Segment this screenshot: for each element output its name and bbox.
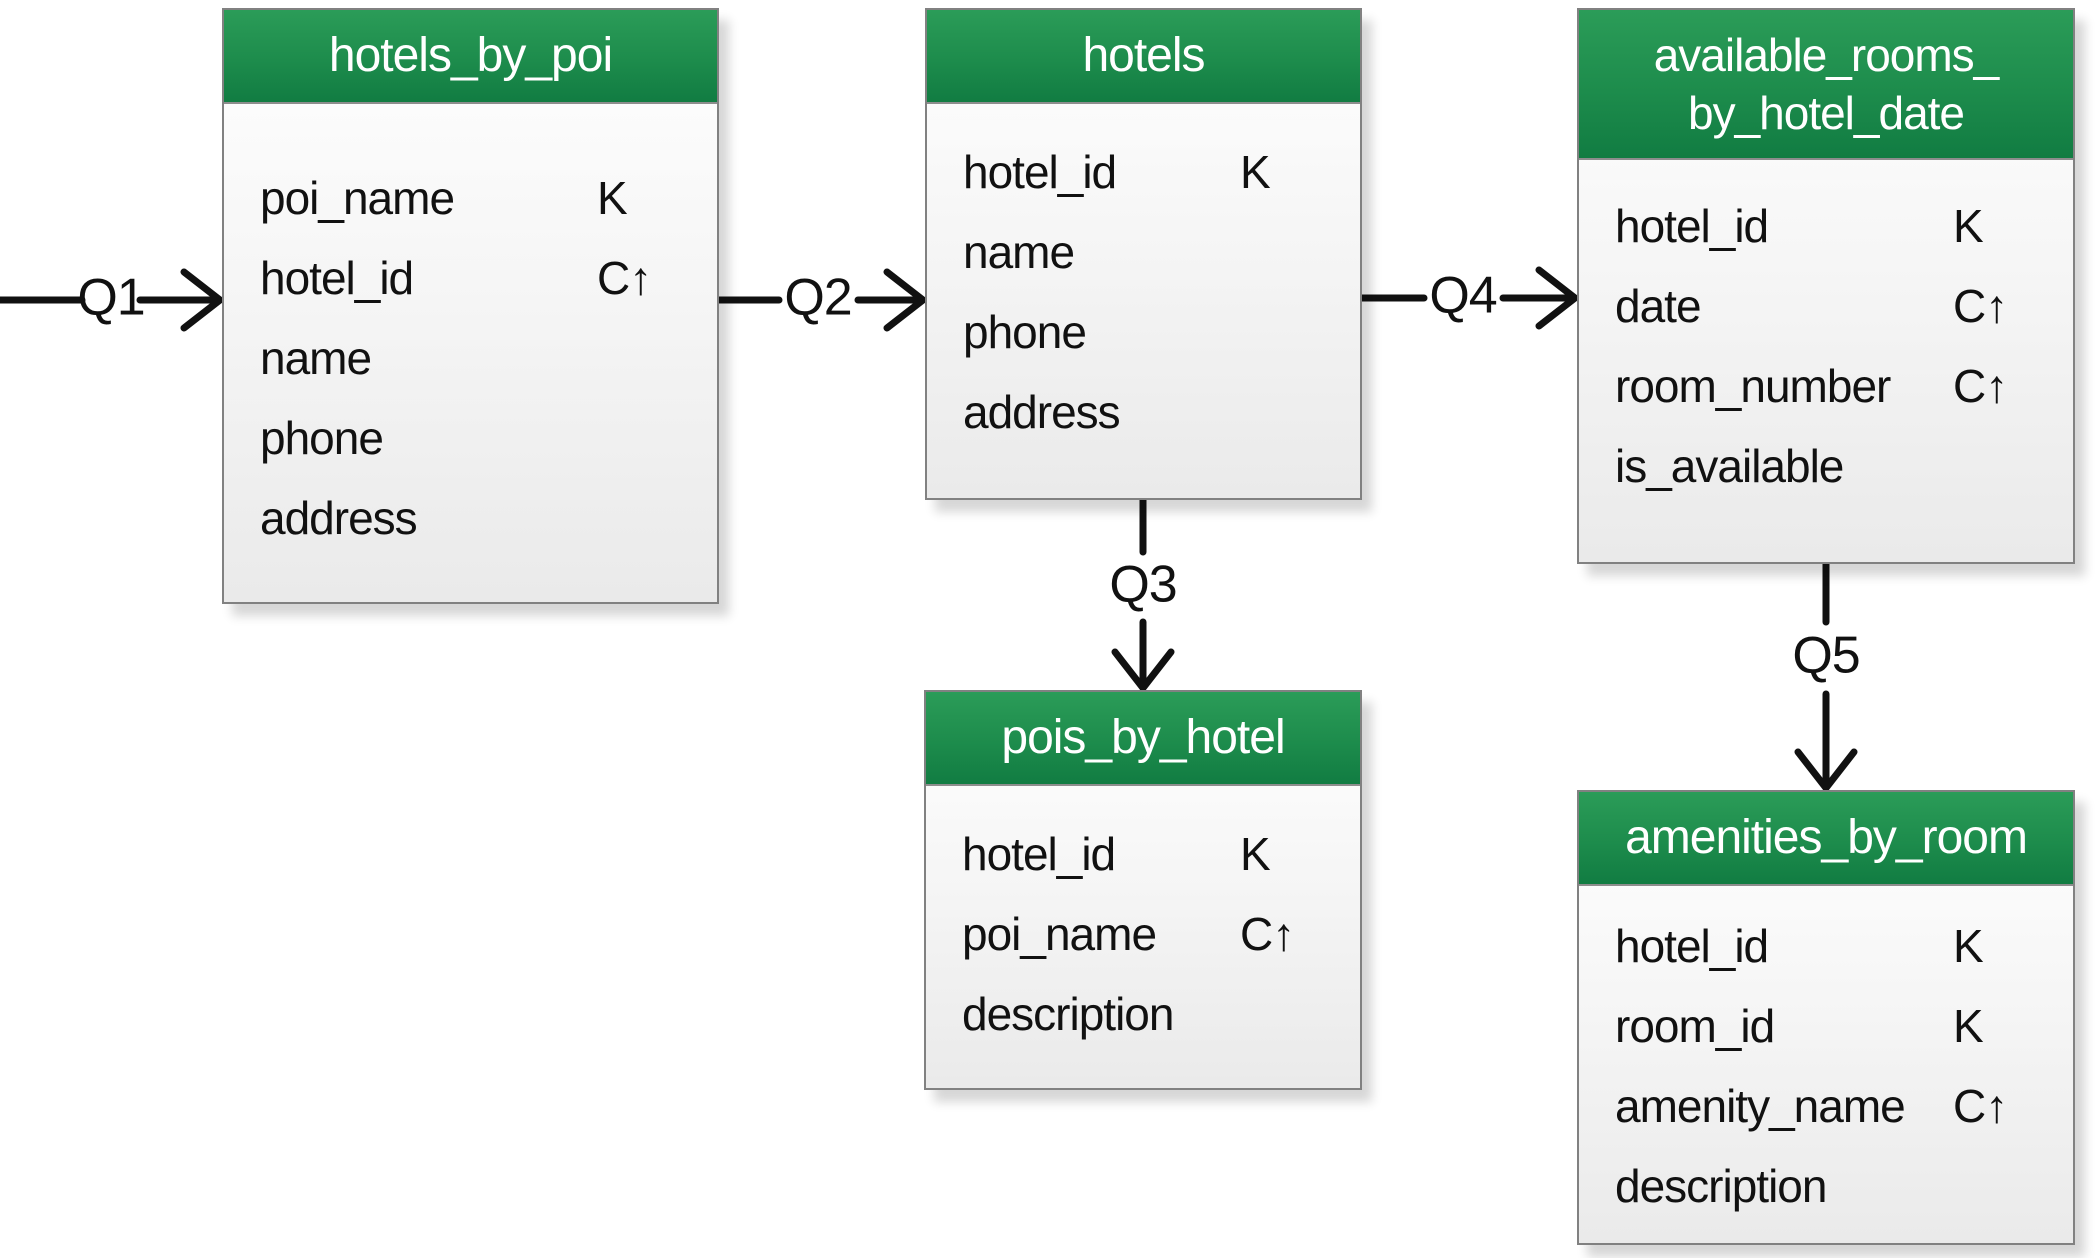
key-marker: C↑ bbox=[1953, 280, 2008, 332]
column-name: is_available bbox=[1615, 440, 1844, 492]
table-header: pois_by_hotel bbox=[926, 692, 1360, 786]
key-marker: C↑ bbox=[1953, 1080, 2008, 1132]
table-title: pois_by_hotel bbox=[1001, 711, 1285, 764]
query-label-q5: Q5 bbox=[1792, 626, 1860, 685]
column-name: date bbox=[1615, 280, 1702, 332]
query-label-q4: Q4 bbox=[1429, 266, 1497, 325]
table-columns: poi_name K hotel_id C↑ name phone addres… bbox=[224, 104, 717, 558]
table-columns: hotel_id K room_id K amenity_name C↑ des… bbox=[1579, 886, 2073, 1226]
column-row: date C↑ bbox=[1615, 266, 2039, 346]
column-row: is_available bbox=[1615, 426, 2039, 506]
key-marker: C↑ bbox=[597, 252, 652, 304]
column-row: poi_name K bbox=[260, 158, 683, 238]
column-name: name bbox=[963, 226, 1075, 278]
column-name: address bbox=[963, 386, 1121, 438]
table-header: hotels bbox=[927, 10, 1360, 104]
key-marker: K bbox=[1953, 1000, 1984, 1052]
column-row: hotel_id K bbox=[962, 814, 1326, 894]
table-title: hotels bbox=[1082, 29, 1205, 82]
column-name: hotel_id bbox=[1615, 920, 1769, 972]
column-row: hotel_id C↑ bbox=[260, 238, 683, 318]
column-name: description bbox=[962, 988, 1174, 1040]
column-row: room_number C↑ bbox=[1615, 346, 2039, 426]
column-row: address bbox=[260, 478, 683, 558]
column-row: poi_name C↑ bbox=[962, 894, 1326, 974]
query-label-q1: Q1 bbox=[77, 268, 145, 327]
table-title-line2: by_hotel_date bbox=[1687, 87, 1965, 139]
column-name: description bbox=[1615, 1160, 1827, 1212]
column-name: phone bbox=[260, 412, 384, 464]
column-name: poi_name bbox=[962, 908, 1157, 960]
table-pois-by-hotel: pois_by_hotel hotel_id K poi_name C↑ des… bbox=[924, 690, 1362, 1090]
key-marker: C↑ bbox=[1953, 360, 2008, 412]
column-row: hotel_id K bbox=[1615, 906, 2039, 986]
table-title: hotels_by_poi bbox=[328, 29, 613, 82]
column-row: description bbox=[1615, 1146, 2039, 1226]
column-row: room_id K bbox=[1615, 986, 2039, 1066]
column-name: hotel_id bbox=[260, 252, 414, 304]
table-columns: hotel_id K name phone address bbox=[927, 104, 1360, 452]
key-marker: K bbox=[1240, 828, 1271, 880]
column-name: phone bbox=[963, 306, 1087, 358]
column-row: name bbox=[260, 318, 683, 398]
table-header: available_rooms_ by_hotel_date bbox=[1579, 10, 2073, 160]
table-available-rooms-by-hotel-date: available_rooms_ by_hotel_date hotel_id … bbox=[1577, 8, 2075, 564]
column-row: amenity_name C↑ bbox=[1615, 1066, 2039, 1146]
column-name: poi_name bbox=[260, 172, 455, 224]
column-name: hotel_id bbox=[963, 146, 1117, 198]
table-title: amenities_by_room bbox=[1625, 811, 2028, 864]
column-name: room_number bbox=[1615, 360, 1891, 412]
table-columns: hotel_id K date C↑ room_number C↑ is_ava… bbox=[1579, 160, 2073, 506]
column-row: hotel_id K bbox=[1615, 186, 2039, 266]
table-header: amenities_by_room bbox=[1579, 792, 2073, 886]
column-name: address bbox=[260, 492, 418, 544]
key-marker: K bbox=[1953, 920, 1984, 972]
table-header: hotels_by_poi bbox=[224, 10, 717, 104]
key-marker: K bbox=[597, 172, 628, 224]
key-marker: K bbox=[1240, 146, 1271, 198]
table-amenities-by-room: amenities_by_room hotel_id K room_id K a… bbox=[1577, 790, 2075, 1245]
query-label-q3: Q3 bbox=[1109, 555, 1177, 614]
column-name: amenity_name bbox=[1615, 1080, 1906, 1132]
column-row: phone bbox=[963, 292, 1326, 372]
column-row: description bbox=[962, 974, 1326, 1054]
column-row: hotel_id K bbox=[963, 132, 1326, 212]
column-name: name bbox=[260, 332, 372, 384]
table-columns: hotel_id K poi_name C↑ description bbox=[926, 786, 1360, 1054]
column-name: hotel_id bbox=[1615, 200, 1769, 252]
column-row: phone bbox=[260, 398, 683, 478]
table-title-line1: available_rooms_ bbox=[1653, 29, 2000, 81]
column-row: address bbox=[963, 372, 1326, 452]
column-row: name bbox=[963, 212, 1326, 292]
column-name: room_id bbox=[1615, 1000, 1775, 1052]
query-label-q2: Q2 bbox=[784, 268, 852, 327]
table-hotels-by-poi: hotels_by_poi poi_name K hotel_id C↑ nam… bbox=[222, 8, 719, 604]
column-name: hotel_id bbox=[962, 828, 1116, 880]
table-hotels: hotels hotel_id K name phone address bbox=[925, 8, 1362, 500]
key-marker: C↑ bbox=[1240, 908, 1295, 960]
key-marker: K bbox=[1953, 200, 1984, 252]
